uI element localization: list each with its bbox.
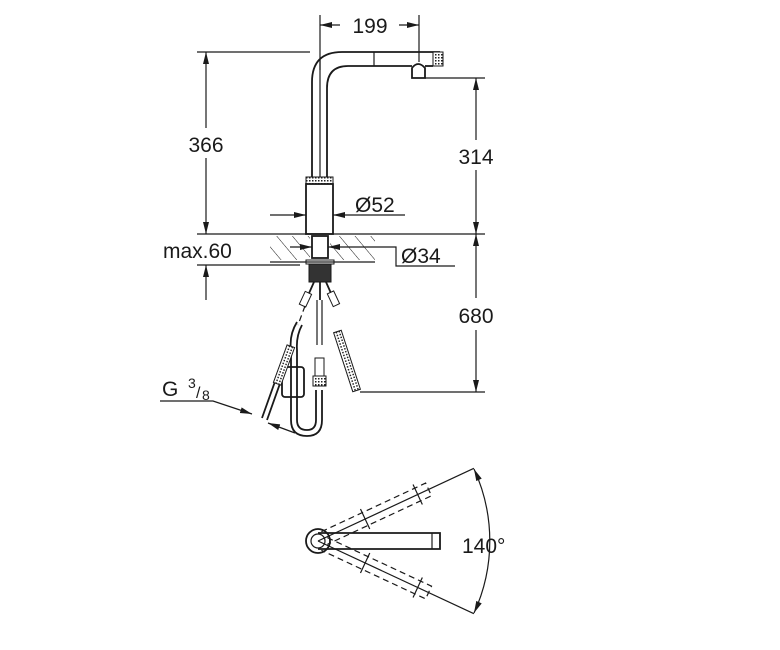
dimension-spout-reach: 199 bbox=[319, 15, 420, 70]
countertop-section bbox=[197, 233, 485, 266]
dimension-max-thickness: max.60 bbox=[163, 240, 232, 300]
label-199: 199 bbox=[352, 15, 387, 38]
label-366: 366 bbox=[188, 134, 223, 157]
label-diameter-52: Ø52 bbox=[355, 194, 395, 217]
dimension-total-height: 366 bbox=[188, 51, 310, 234]
faucet-top-view: 140° bbox=[305, 467, 505, 615]
label-thread-denominator: 8 bbox=[202, 387, 210, 403]
label-thread-g: G bbox=[162, 378, 178, 401]
label-thread-slash: / bbox=[196, 385, 201, 402]
label-diameter-34: Ø34 bbox=[401, 245, 441, 268]
label-thread-numerator: 3 bbox=[188, 375, 196, 391]
dimension-hose-length: 680 bbox=[360, 234, 494, 393]
dimension-mount-hole: Ø34 bbox=[290, 244, 455, 268]
label-swivel-angle: 140° bbox=[462, 535, 505, 558]
label-max-60: max.60 bbox=[163, 240, 232, 263]
label-314: 314 bbox=[458, 146, 493, 169]
dimension-base-diameter: Ø52 bbox=[270, 194, 405, 218]
label-680: 680 bbox=[458, 305, 493, 328]
dimension-thread: G 3 / 8 bbox=[160, 375, 296, 434]
dimension-outlet-height: 314 bbox=[425, 77, 494, 234]
faucet-side-view bbox=[261, 51, 444, 437]
